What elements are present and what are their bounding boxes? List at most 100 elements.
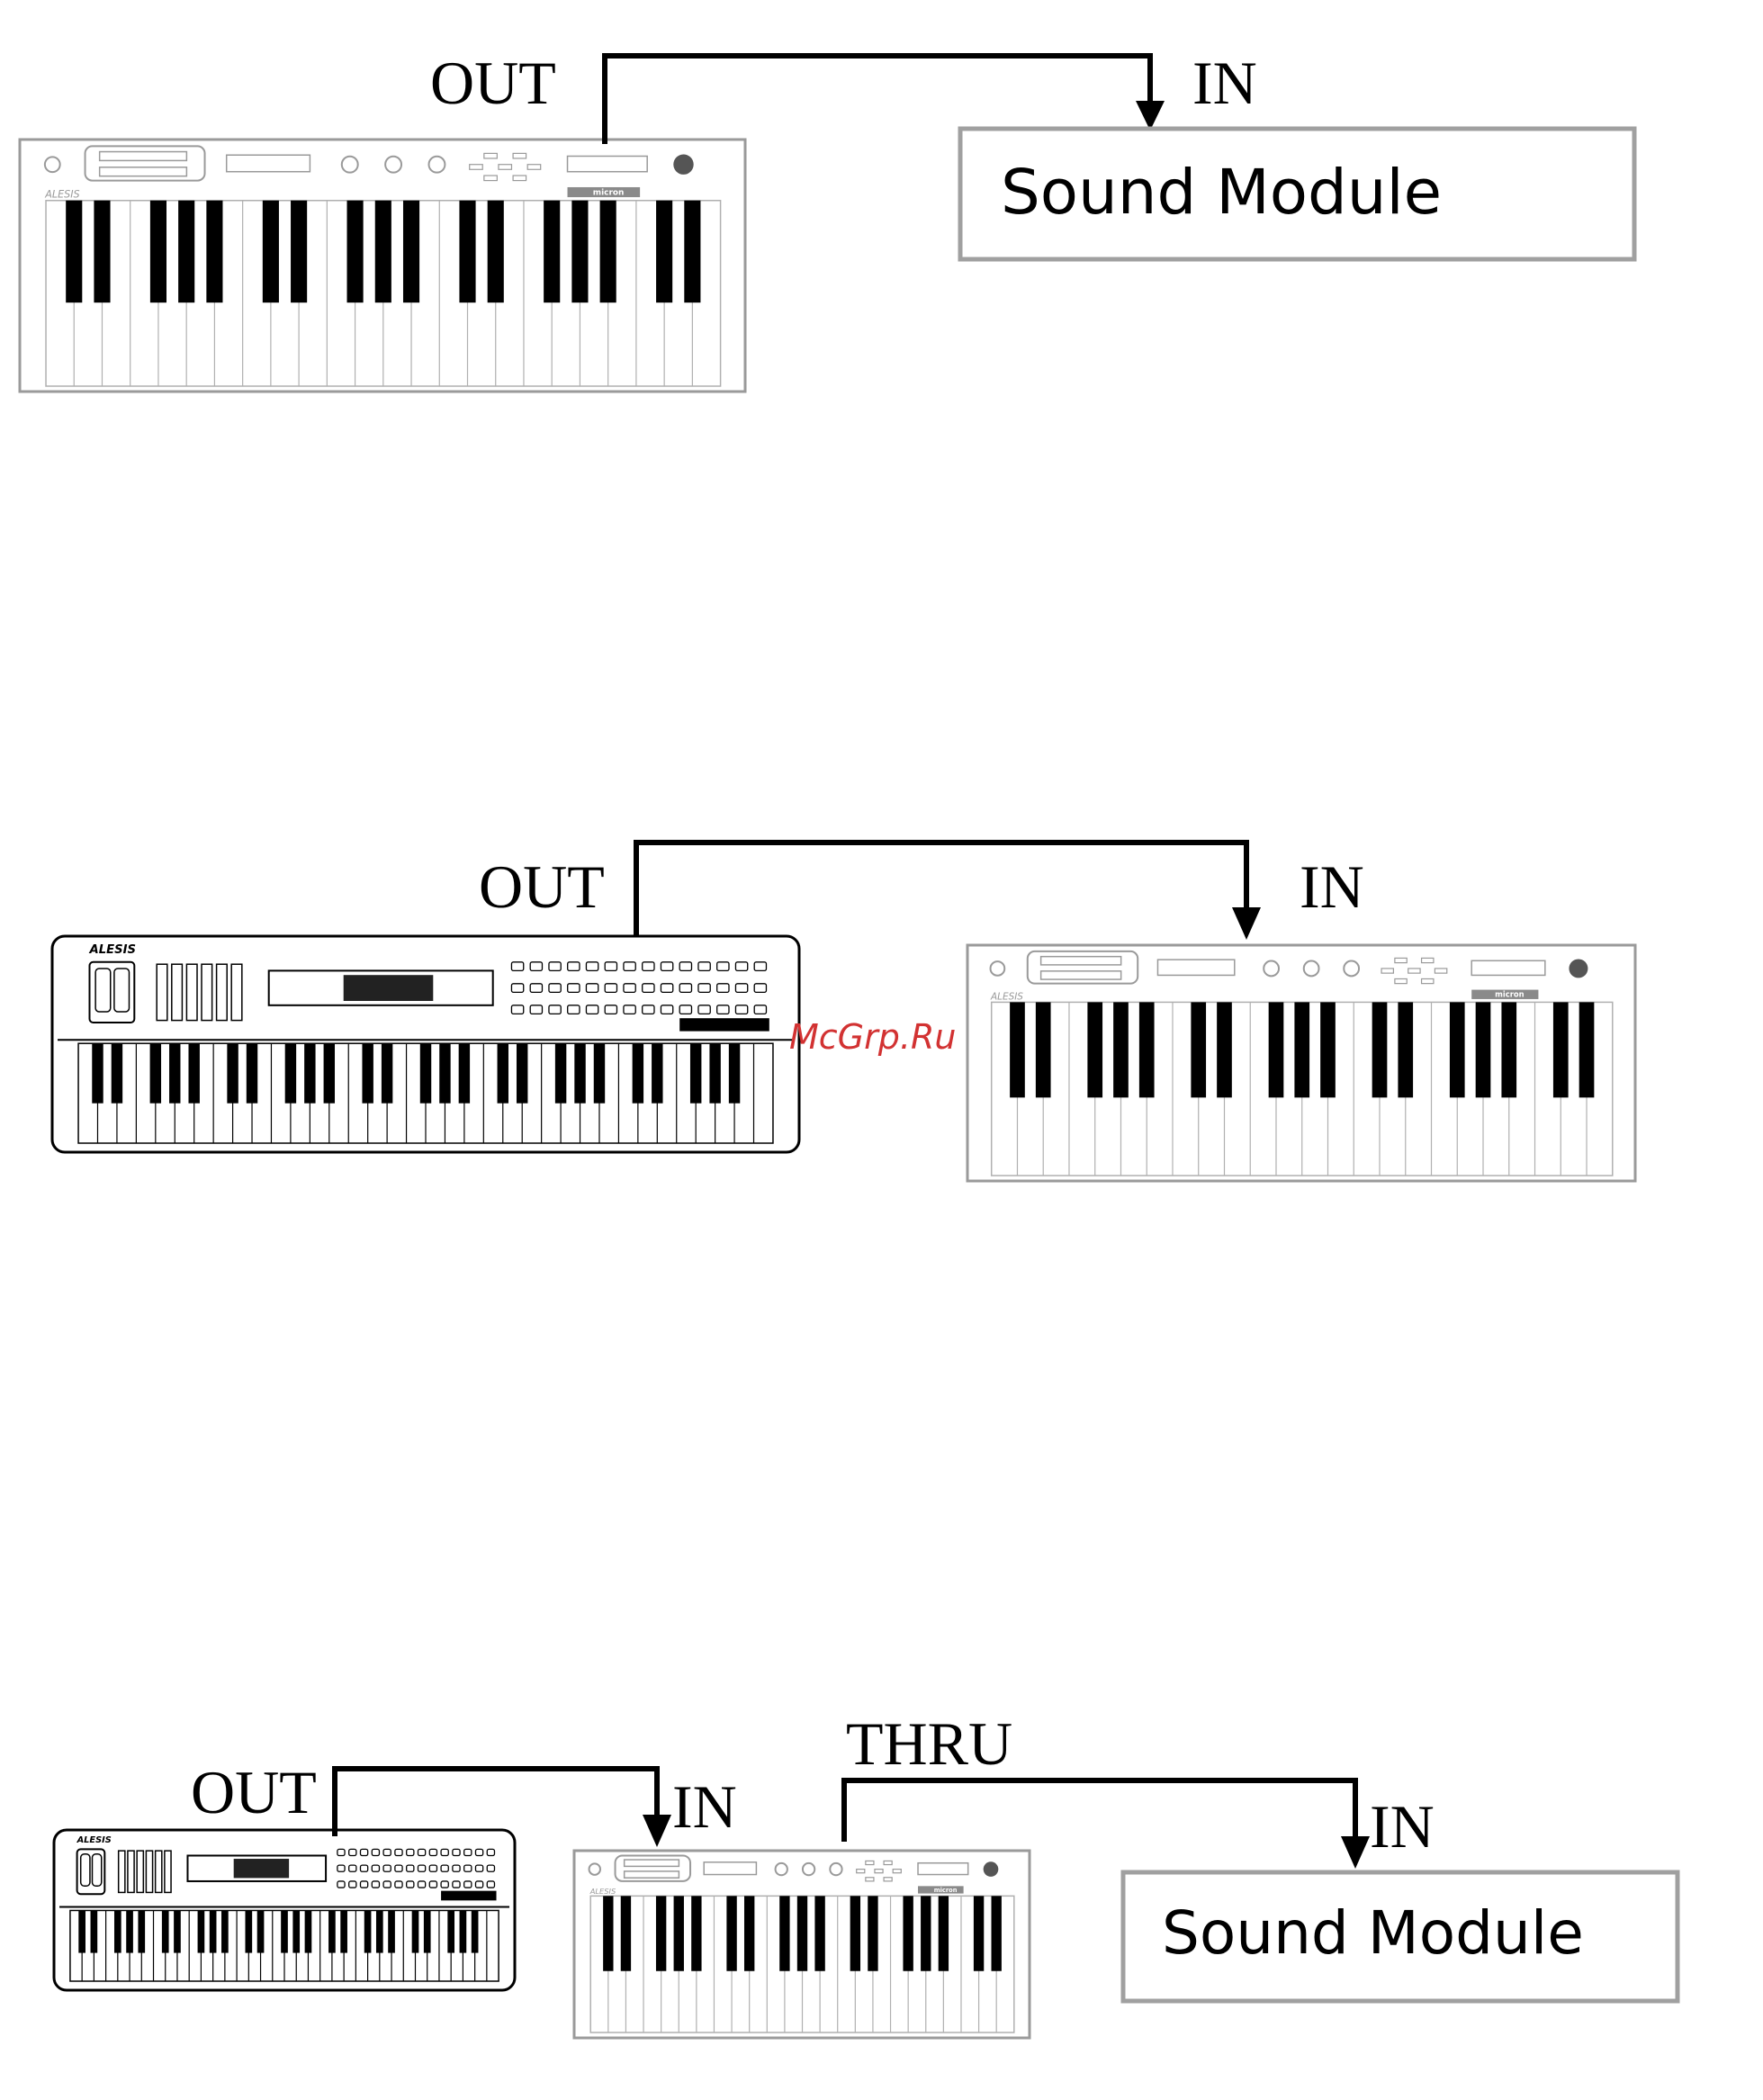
diagram-2: ALESIS ALESISmicron OUT IN bbox=[52, 843, 1635, 1181]
diagram-3: ALESIS ALESISmicron OUT IN THRU IN Sound… bbox=[54, 1709, 1678, 2038]
black-key bbox=[1320, 1002, 1336, 1097]
black-key bbox=[292, 1910, 300, 1952]
black-key bbox=[656, 201, 672, 302]
midi-cable-2 bbox=[636, 843, 1246, 936]
black-key bbox=[600, 201, 616, 302]
black-key bbox=[674, 1896, 684, 1970]
black-key bbox=[603, 1896, 613, 1970]
label-out-1: OUT bbox=[430, 49, 556, 117]
brand-logo: ALESIS bbox=[89, 943, 137, 957]
black-key bbox=[1476, 1002, 1491, 1097]
black-key bbox=[364, 1910, 372, 1952]
black-key bbox=[114, 1910, 121, 1952]
black-key bbox=[138, 1910, 145, 1952]
black-key bbox=[362, 1043, 373, 1103]
black-key bbox=[992, 1896, 1002, 1970]
black-key bbox=[652, 1043, 662, 1103]
black-key bbox=[66, 201, 82, 302]
black-key bbox=[162, 1910, 169, 1952]
model-logo bbox=[679, 1018, 769, 1031]
black-key bbox=[1113, 1002, 1129, 1097]
arrowhead-3a bbox=[643, 1815, 671, 1847]
black-key bbox=[174, 1910, 181, 1952]
black-key bbox=[92, 1043, 103, 1103]
black-key bbox=[340, 1910, 347, 1952]
midi-cable-3a bbox=[335, 1769, 657, 1836]
black-key bbox=[221, 1910, 229, 1952]
arrowhead-3b bbox=[1341, 1836, 1370, 1869]
model-badge-text: micron bbox=[934, 1887, 958, 1894]
black-key bbox=[974, 1896, 984, 1970]
label-in-3b: IN bbox=[1370, 1792, 1435, 1861]
black-key bbox=[150, 201, 166, 302]
black-key bbox=[424, 1910, 431, 1952]
brand-logo: ALESIS bbox=[44, 189, 79, 201]
black-key bbox=[112, 1043, 122, 1103]
black-key bbox=[921, 1896, 931, 1970]
black-key bbox=[388, 1910, 395, 1952]
black-key bbox=[1294, 1002, 1309, 1097]
black-key bbox=[472, 1910, 479, 1952]
jog-dial-icon bbox=[1569, 959, 1588, 978]
label-in-3a: IN bbox=[672, 1772, 737, 1841]
black-key bbox=[1579, 1002, 1595, 1097]
black-key bbox=[690, 1043, 701, 1103]
black-key bbox=[814, 1896, 824, 1970]
lcd-display bbox=[344, 975, 434, 1001]
black-key bbox=[227, 1043, 238, 1103]
brand-logo: ALESIS bbox=[990, 992, 1023, 1003]
black-key bbox=[1553, 1002, 1569, 1097]
arrowhead-2 bbox=[1232, 907, 1261, 940]
model-badge-text: micron bbox=[1495, 990, 1524, 999]
black-key bbox=[439, 1043, 450, 1103]
black-key bbox=[281, 1910, 288, 1952]
micron-keyboard-3: ALESISmicron bbox=[574, 1851, 1030, 2038]
black-key bbox=[1501, 1002, 1516, 1097]
black-key bbox=[304, 1043, 315, 1103]
black-key bbox=[868, 1896, 877, 1970]
black-key bbox=[903, 1896, 913, 1970]
micron-keyboard-1: ALESIS micron bbox=[20, 140, 745, 392]
black-key bbox=[206, 201, 222, 302]
model-logo bbox=[441, 1891, 496, 1901]
black-key bbox=[1010, 1002, 1025, 1097]
black-key bbox=[850, 1896, 860, 1970]
black-key bbox=[1191, 1002, 1206, 1097]
black-key bbox=[459, 1043, 470, 1103]
black-key bbox=[571, 201, 588, 302]
large-synth-keyboard-2: ALESIS bbox=[52, 936, 799, 1152]
jog-dial-icon bbox=[984, 1861, 999, 1877]
black-key bbox=[91, 1910, 98, 1952]
black-key bbox=[263, 201, 279, 302]
model-badge-text: micron bbox=[593, 189, 625, 198]
black-key bbox=[447, 1910, 454, 1952]
black-key bbox=[691, 1896, 701, 1970]
black-key bbox=[1269, 1002, 1284, 1097]
black-key bbox=[1450, 1002, 1465, 1097]
black-key bbox=[169, 1043, 180, 1103]
black-key bbox=[291, 201, 307, 302]
label-out-3: OUT bbox=[191, 1758, 317, 1826]
black-key bbox=[382, 1043, 392, 1103]
label-thru-3: THRU bbox=[846, 1709, 1012, 1778]
black-key bbox=[210, 1910, 217, 1952]
black-key bbox=[420, 1043, 431, 1103]
lcd-display bbox=[234, 1859, 289, 1878]
black-key bbox=[709, 1043, 720, 1103]
black-key bbox=[1398, 1002, 1413, 1097]
black-key bbox=[1372, 1002, 1388, 1097]
black-key bbox=[488, 201, 504, 302]
black-key bbox=[412, 1910, 419, 1952]
black-key bbox=[621, 1896, 631, 1970]
black-key bbox=[78, 1910, 85, 1952]
black-key bbox=[797, 1896, 807, 1970]
label-in-1: IN bbox=[1192, 49, 1257, 117]
black-key bbox=[684, 201, 700, 302]
black-key bbox=[347, 201, 364, 302]
black-key bbox=[1087, 1002, 1102, 1097]
black-key bbox=[150, 1043, 161, 1103]
black-key bbox=[285, 1043, 296, 1103]
black-key bbox=[460, 1910, 467, 1952]
black-key bbox=[324, 1043, 335, 1103]
large-synth-keyboard-3: ALESIS bbox=[54, 1830, 515, 1990]
